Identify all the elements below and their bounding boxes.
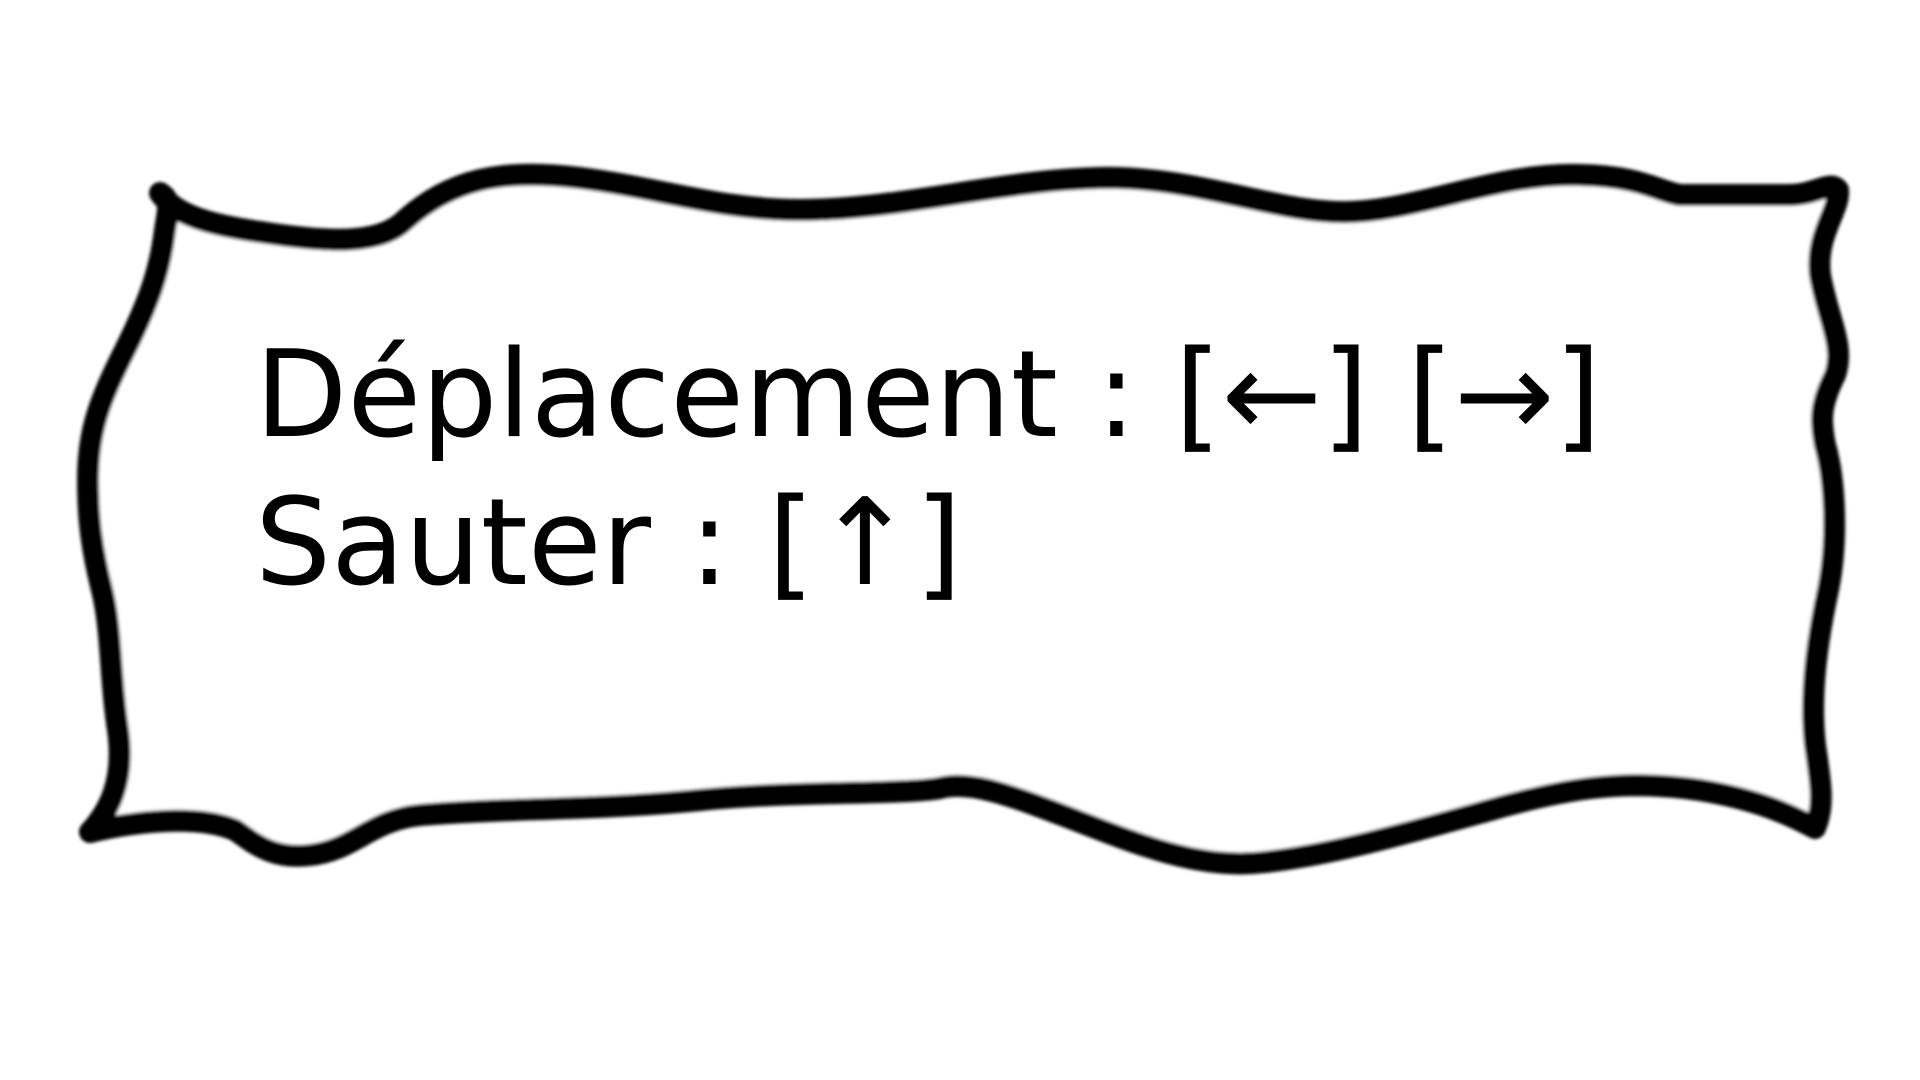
- controls-help-text: Déplacement : [←] [→] Sauter : [↑]: [255, 322, 1601, 618]
- move-label: Déplacement: [255, 326, 1058, 465]
- right-arrow-key: [→]: [1407, 326, 1602, 465]
- up-arrow-key: [↑]: [767, 474, 962, 613]
- jump-separator: :: [689, 474, 730, 613]
- move-separator: :: [1096, 326, 1137, 465]
- left-arrow-key: [←]: [1174, 326, 1369, 465]
- jump-control-line: Sauter : [↑]: [255, 470, 1601, 618]
- jump-label: Sauter: [255, 474, 651, 613]
- move-control-line: Déplacement : [←] [→]: [255, 322, 1601, 470]
